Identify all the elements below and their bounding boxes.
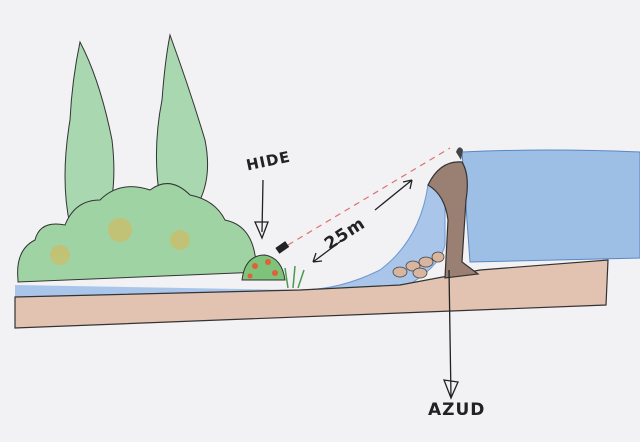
cypress-tree bbox=[155, 33, 209, 201]
camera-icon bbox=[275, 241, 290, 254]
ground-section bbox=[14, 259, 609, 329]
foliage-accents bbox=[50, 218, 190, 265]
rocks bbox=[392, 251, 445, 279]
azud-pointer-arrow bbox=[442, 269, 459, 400]
sight-line bbox=[287, 147, 451, 246]
azud-label: AZUD bbox=[428, 400, 486, 420]
hide-dots bbox=[247, 259, 278, 279]
bird-icon bbox=[456, 147, 463, 160]
grass bbox=[284, 265, 305, 289]
shrubs bbox=[17, 183, 261, 283]
distance-arrow bbox=[312, 179, 413, 263]
weir-azud bbox=[427, 161, 480, 279]
reservoir-water bbox=[461, 149, 640, 263]
hide-pointer-arrow bbox=[254, 179, 269, 240]
stream bbox=[15, 285, 300, 297]
